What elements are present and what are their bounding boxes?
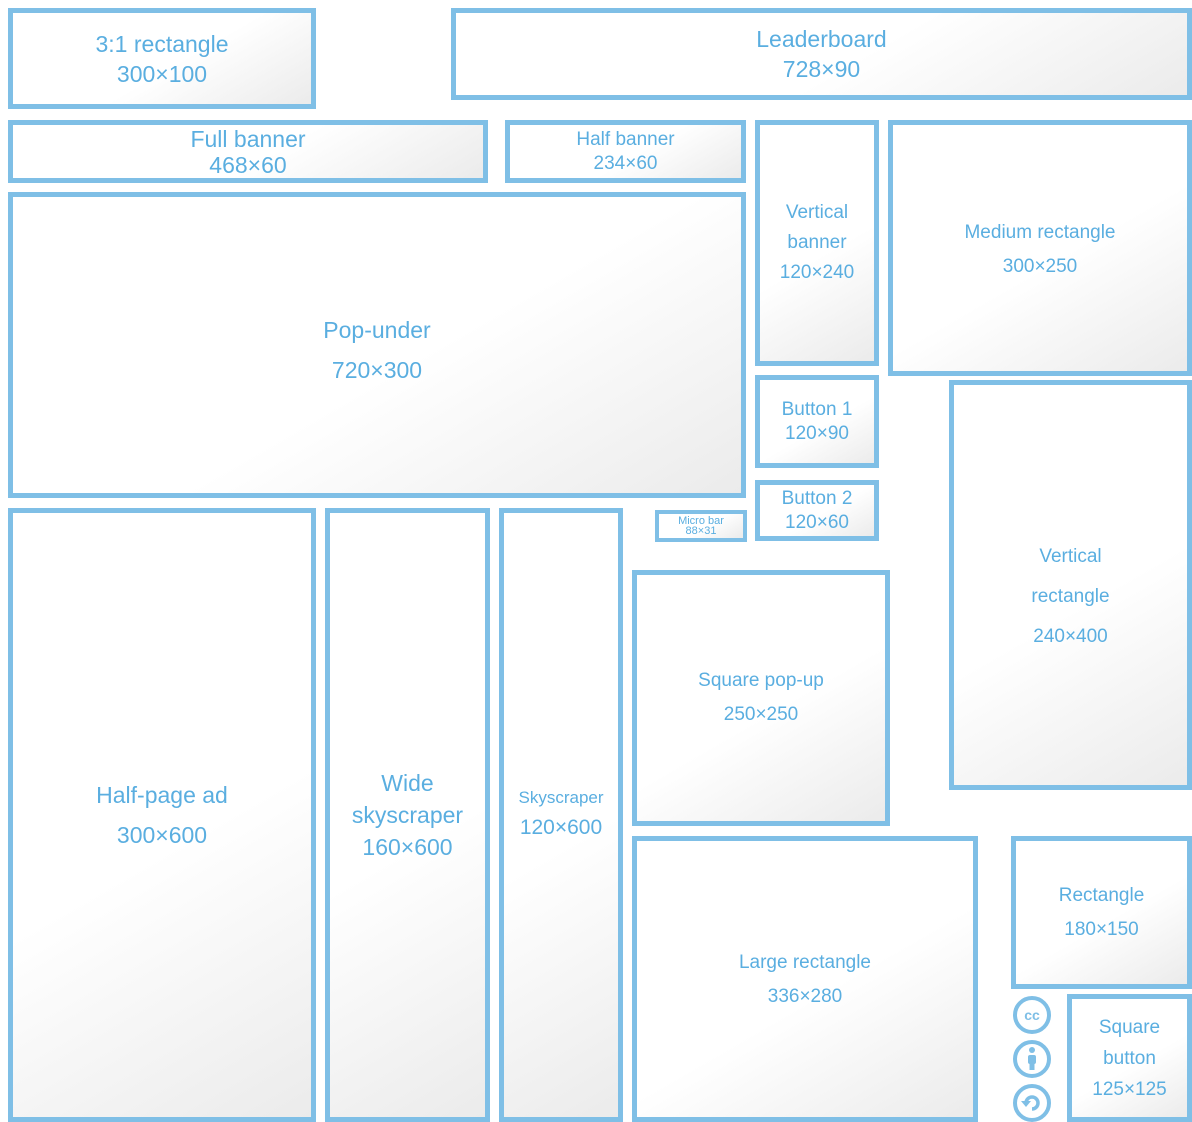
ad-label: Button 2 <box>781 487 853 509</box>
ad-label: Square pop-up <box>698 670 824 691</box>
ad-large-rectangle: Large rectangle 336×280 <box>632 836 978 1122</box>
ad-dimensions: 120×600 <box>519 816 603 839</box>
share-alike-glyph <box>1021 1095 1040 1111</box>
ad-leaderboard: Leaderboard 728×90 <box>451 8 1192 100</box>
ad-label: Wide skyscraper <box>351 770 464 828</box>
ad-dimensions: 120×60 <box>785 511 849 533</box>
ad-dimensions: 250×250 <box>723 704 799 725</box>
share-alike-icon <box>1013 1084 1051 1122</box>
ad-label: Skyscraper <box>518 788 604 807</box>
ad-dimensions: 88×31 <box>685 525 717 537</box>
ad-button-2: Button 2 120×60 <box>755 480 879 541</box>
svg-text:cc: cc <box>1024 1007 1040 1023</box>
ad-dimensions: 336×280 <box>767 986 843 1007</box>
ad-button-1: Button 1 120×90 <box>755 375 879 468</box>
ad-dimensions: 240×400 <box>1033 626 1108 647</box>
ad-rectangle: Rectangle 180×150 <box>1011 836 1192 989</box>
ad-wide-skyscraper: Wide skyscraper 160×600 <box>325 508 490 1122</box>
ad-dimensions: 300×250 <box>1002 256 1078 277</box>
ad-dimensions: 160×600 <box>362 834 453 860</box>
ad-dimensions: 468×60 <box>209 151 287 178</box>
ad-dimensions: 120×240 <box>779 262 855 283</box>
ad-dimensions: 720×300 <box>331 357 423 383</box>
ad-label: Full banner <box>190 125 306 152</box>
ad-label: Leaderboard <box>756 26 887 52</box>
ad-pop-under: Pop-under 720×300 <box>8 192 746 498</box>
ad-label: Vertical rectangle <box>1031 546 1110 607</box>
ad-label: 3:1 rectangle <box>95 30 229 57</box>
ad-half-page: Half-page ad 300×600 <box>8 508 316 1122</box>
ad-label: Medium rectangle <box>964 222 1116 243</box>
ad-dimensions: 125×125 <box>1092 1078 1167 1100</box>
cc-glyph: cc <box>1024 1007 1040 1023</box>
attribution-glyph <box>1028 1047 1036 1070</box>
ad-label: Square button <box>1098 1016 1161 1069</box>
ad-3-1-rectangle: 3:1 rectangle 300×100 <box>8 8 316 109</box>
ad-dimensions: 728×90 <box>782 56 861 82</box>
ad-label: Large rectangle <box>738 952 872 973</box>
ad-half-banner: Half banner 234×60 <box>505 120 746 183</box>
ad-dimensions: 300×600 <box>116 822 208 848</box>
attribution-icon <box>1013 1040 1051 1078</box>
ad-dimensions: 234×60 <box>593 152 658 174</box>
cc-icon: cc <box>1013 996 1051 1034</box>
ad-label: Vertical banner <box>785 202 849 253</box>
ad-full-banner: Full banner 468×60 <box>8 120 488 183</box>
ad-square-pop-up: Square pop-up 250×250 <box>632 570 890 826</box>
ad-square-button: Square button 125×125 <box>1067 994 1192 1122</box>
ad-dimensions: 300×100 <box>116 60 208 87</box>
ad-medium-rectangle: Medium rectangle 300×250 <box>888 120 1192 376</box>
ad-vertical-banner: Vertical banner 120×240 <box>755 120 879 366</box>
ad-label: Half banner <box>576 128 675 150</box>
ad-label: Half-page ad <box>96 782 228 808</box>
ad-label: Pop-under <box>323 317 431 343</box>
ad-vertical-rectangle: Vertical rectangle 240×400 <box>949 380 1192 790</box>
ad-dimensions: 120×90 <box>785 422 849 444</box>
ad-label: Micro bar <box>678 515 724 527</box>
ad-dimensions: 180×150 <box>1064 918 1139 940</box>
ad-label: Rectangle <box>1058 884 1145 906</box>
ad-skyscraper: Skyscraper 120×600 <box>499 508 623 1122</box>
ad-label: Button 1 <box>781 398 853 420</box>
ad-micro-bar: Micro bar 88×31 <box>655 510 747 542</box>
